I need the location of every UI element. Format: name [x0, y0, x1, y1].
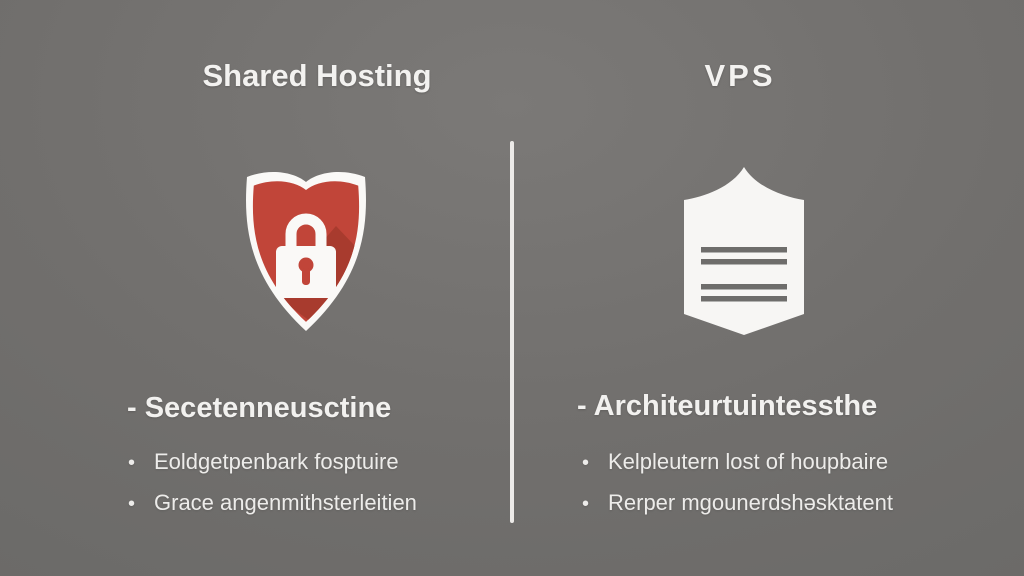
left-column-title: Shared Hosting	[202, 58, 432, 93]
feature-text: Grace angenmithsterleitien	[154, 490, 417, 515]
document-shield-icon	[682, 163, 806, 339]
feature-item: • Rerper mgounerdshəsktatent	[582, 490, 893, 516]
feature-text: Rerper mgounerdshəsktatent	[608, 490, 893, 515]
feature-item: • Eoldgetpenbark fosptuire	[128, 449, 417, 475]
bullet-icon: •	[582, 452, 590, 474]
badge-line	[701, 247, 787, 253]
bullet-icon: •	[582, 493, 590, 515]
left-subtitle: - Secetenneusctine	[127, 392, 392, 424]
right-column-title: VPS	[704, 58, 776, 93]
feature-text: Eoldgetpenbark fosptuire	[154, 449, 399, 474]
right-feature-list: • Kelpleutern lost of houpbaire • Rerper m…	[582, 449, 893, 531]
shield-lock-icon	[236, 166, 376, 340]
feature-item: • Grace angenmithsterleitien	[128, 490, 417, 516]
feature-text: Kelpleutern lost of houpbaire	[608, 449, 889, 474]
badge-line	[701, 284, 787, 290]
badge-line	[701, 259, 787, 265]
badge-line	[701, 296, 787, 302]
keyhole-stem	[302, 268, 310, 285]
feature-item: • Kelpleutern lost of houpbaire	[582, 449, 893, 475]
left-feature-list: • Eoldgetpenbark fosptuire • Grace angenmi…	[128, 449, 417, 531]
padlock-shackle	[285, 213, 327, 250]
keyhole-circle	[298, 257, 314, 273]
bullet-icon: •	[128, 493, 136, 515]
divider	[510, 141, 514, 523]
right-subtitle: - Architeurtuintessthe	[577, 390, 878, 422]
bullet-icon: •	[128, 452, 136, 474]
